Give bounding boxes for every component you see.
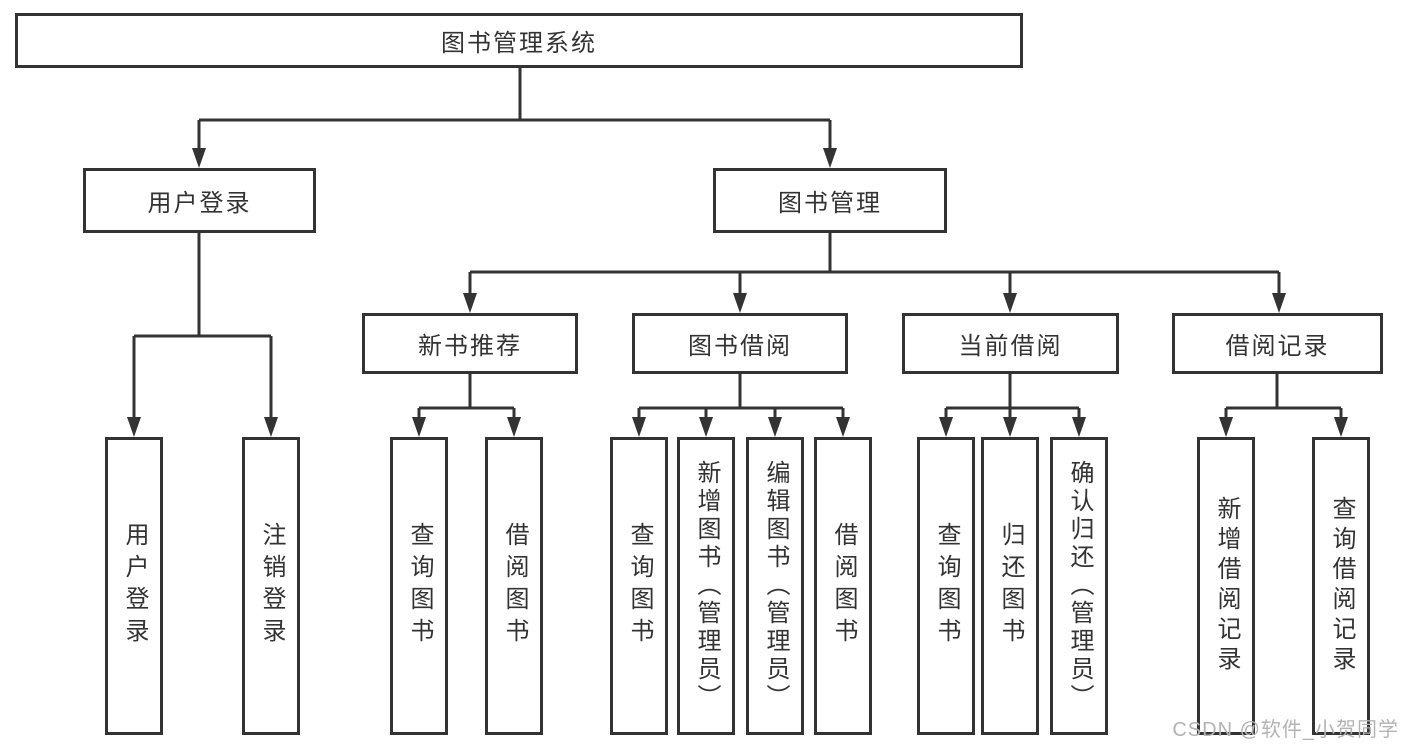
- node-label: 查询图书: [406, 522, 433, 650]
- node-label: 图书管理: [778, 190, 882, 217]
- node-label: 用户登录: [121, 522, 148, 650]
- node-label: 借阅图书: [830, 522, 857, 650]
- node-book-borrowing: 图书借阅: [632, 313, 848, 374]
- leaf-return-books: 归还图书: [981, 437, 1039, 735]
- node-book-management-branch: 图书管理: [713, 168, 947, 233]
- node-label: 查询图书: [626, 522, 653, 650]
- node-label: 图书借阅: [688, 333, 792, 360]
- node-label: 注销登录: [258, 522, 285, 650]
- node-library-management-system: 图书管理系统: [15, 13, 1023, 68]
- leaf-logout: 注销登录: [242, 437, 300, 735]
- node-label: 归还图书: [997, 522, 1024, 650]
- node-label: 确认归还（管理员）: [1066, 460, 1093, 712]
- node-label: 查询图书: [933, 522, 960, 650]
- leaf-confirm-return-admin: 确认归还（管理员）: [1050, 437, 1108, 735]
- node-new-book-recommend: 新书推荐: [362, 313, 578, 374]
- node-label: 新书推荐: [418, 333, 522, 360]
- node-label: 新增图书（管理员）: [693, 460, 720, 712]
- leaf-edit-books-admin: 编辑图书（管理员）: [746, 437, 804, 735]
- arrowhead-icons: [127, 148, 1348, 437]
- leaf-borrow-books: 借阅图书: [814, 437, 872, 735]
- leaf-add-books-admin: 新增图书（管理员）: [677, 437, 735, 735]
- leaf-query-books-borrowing: 查询图书: [610, 437, 668, 735]
- node-user-login-branch: 用户登录: [83, 168, 316, 233]
- leaf-borrow-books-recommend: 借阅图书: [485, 437, 543, 735]
- leaf-query-books-current: 查询图书: [917, 437, 975, 735]
- node-label: 借阅图书: [501, 522, 528, 650]
- leaf-query-borrow-record: 查询借阅记录: [1312, 437, 1370, 735]
- node-label: 新增借阅记录: [1213, 496, 1240, 676]
- node-current-borrowing: 当前借阅: [902, 313, 1119, 374]
- node-label: 编辑图书（管理员）: [762, 460, 789, 712]
- leaf-query-books-recommend: 查询图书: [390, 437, 448, 735]
- node-label: 用户登录: [147, 190, 252, 217]
- node-label: 当前借阅: [958, 333, 1063, 360]
- node-borrowing-records: 借阅记录: [1172, 313, 1383, 374]
- leaf-add-borrow-record: 新增借阅记录: [1197, 437, 1255, 735]
- node-label: 查询借阅记录: [1328, 496, 1355, 676]
- node-label: 图书管理系统: [441, 30, 597, 57]
- node-label: 借阅记录: [1225, 333, 1330, 360]
- leaf-user-login: 用户登录: [105, 437, 163, 735]
